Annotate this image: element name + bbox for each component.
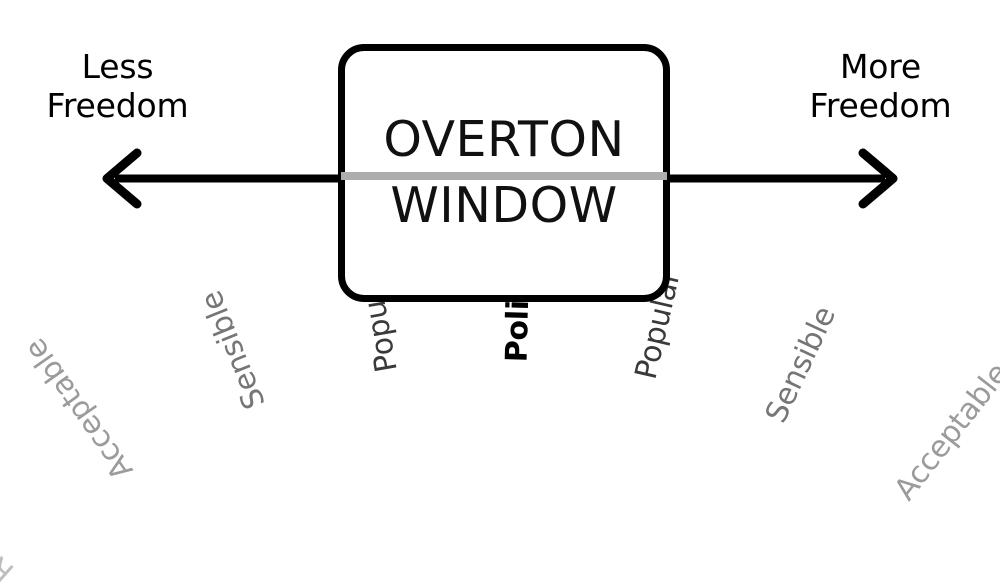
spectrum-label-acceptable-8: Acceptable [887,356,1000,507]
spectrum-label-sensible-3: Sensible [193,285,273,414]
spectrum-label-acceptable-2: Acceptable [17,331,141,486]
axis-line-inner-gray [341,172,667,180]
axis-label-more-freedom: More Freedom [809,47,952,125]
spectrum-label-radical-1: Radical [0,491,22,588]
spectrum-label-sensible-7: Sensible [758,301,843,429]
axis-label-less-freedom: Less Freedom [46,47,189,125]
